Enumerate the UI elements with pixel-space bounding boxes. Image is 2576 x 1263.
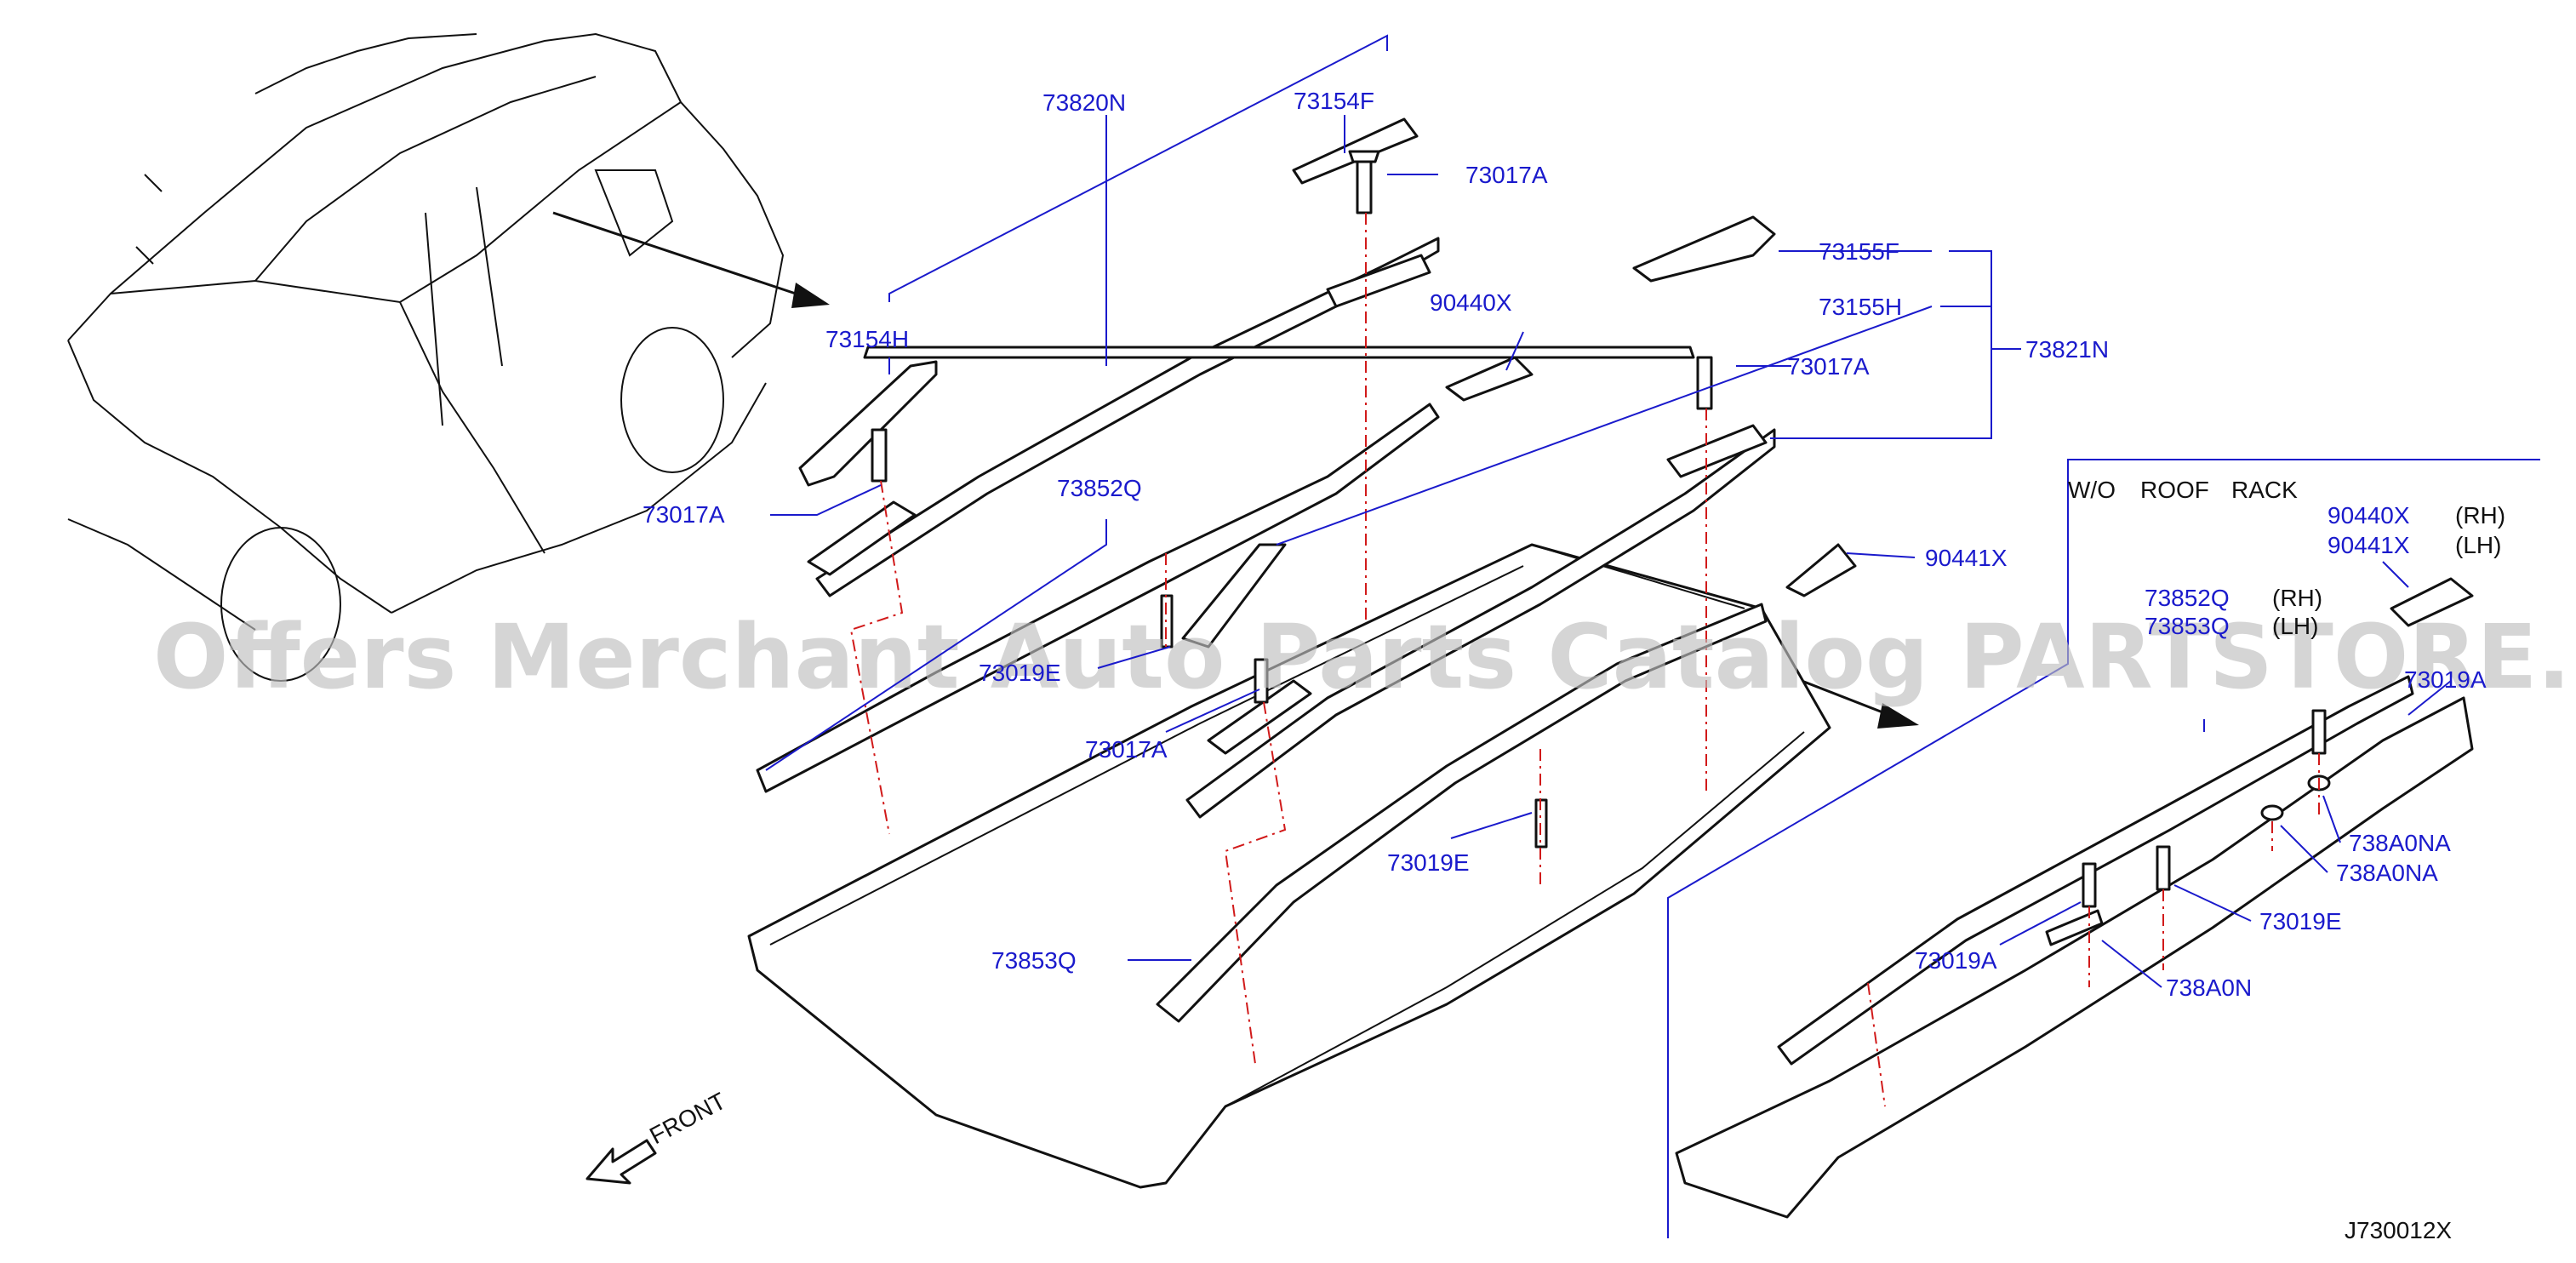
label-73155f: 73155F (1819, 238, 1899, 265)
diagram-id: J730012X (2345, 1217, 2452, 1243)
label-inset-lh-2: (LH) (2272, 613, 2318, 639)
label-73853q: 73853Q (991, 947, 1077, 974)
inset-roof-panel (1675, 577, 2474, 1219)
label-73852q: 73852Q (1057, 475, 1142, 501)
label-73154f: 73154F (1294, 88, 1374, 114)
roof-molding-73852q (756, 403, 1440, 793)
label-90441x: 90441X (1925, 545, 2008, 571)
label-inset-73852q: 73852Q (2145, 585, 2230, 611)
label-73155h: 73155H (1819, 294, 1902, 320)
roof-rail-rh (815, 237, 1440, 597)
roof-rail-lh (1185, 428, 1776, 819)
label-inset-73853q: 73853Q (2145, 613, 2230, 639)
label-90440x: 90440X (1430, 289, 1512, 316)
alignment-lines (849, 213, 1707, 1065)
label-inset-90440x: 90440X (2328, 502, 2410, 529)
label-inset-73019a-bot: 73019A (1915, 947, 1997, 974)
label-73017a-mid: 73017A (1085, 736, 1168, 763)
label-rack: RACK (2231, 477, 2298, 503)
watermark-text: Offers Merchant Auto Parts Catalog PARTS… (153, 605, 2576, 709)
inset-frame (1667, 459, 2540, 1238)
label-inset-738a0n: 738A0N (2166, 974, 2252, 1001)
label-inset-73019a-top: 73019A (2404, 666, 2487, 693)
label-inset-rh-1: (RH) (2455, 502, 2505, 529)
label-73017a-top: 73017A (1465, 162, 1548, 188)
label-73821n: 73821N (2025, 336, 2109, 363)
label-roof: ROOF (2140, 477, 2209, 503)
label-inset-738a0na-1: 738A0NA (2349, 830, 2451, 856)
label-inset-738a0na-2: 738A0NA (2336, 860, 2438, 886)
label-inset-lh-1: (LH) (2455, 532, 2501, 558)
label-73019e-mid: 73019E (1387, 849, 1470, 876)
label-inset-73019e: 73019E (2259, 908, 2342, 934)
label-73017a-left: 73017A (643, 501, 725, 528)
end-covers (798, 117, 1857, 755)
roof-molding-73853q (1156, 603, 1768, 1023)
label-inset-rh-2: (RH) (2272, 585, 2322, 611)
label-73017a-right: 73017A (1787, 353, 1870, 380)
label-73820n: 73820N (1042, 89, 1126, 116)
label-73154h: 73154H (825, 326, 909, 352)
leader-lines (765, 34, 2452, 988)
label-73019e-partial: 73019E (979, 660, 1061, 686)
front-label: FRONT (645, 1088, 730, 1150)
vehicle-illustration (67, 32, 785, 682)
front-indicator: FRONT (585, 1088, 730, 1185)
bolts (863, 150, 1713, 849)
callout-labels: 73820N 73154F 73017A 90440X 73155F 73155… (643, 88, 2505, 1001)
label-inset-90441x: 90441X (2328, 532, 2410, 558)
label-wo: W/O (2068, 477, 2116, 503)
